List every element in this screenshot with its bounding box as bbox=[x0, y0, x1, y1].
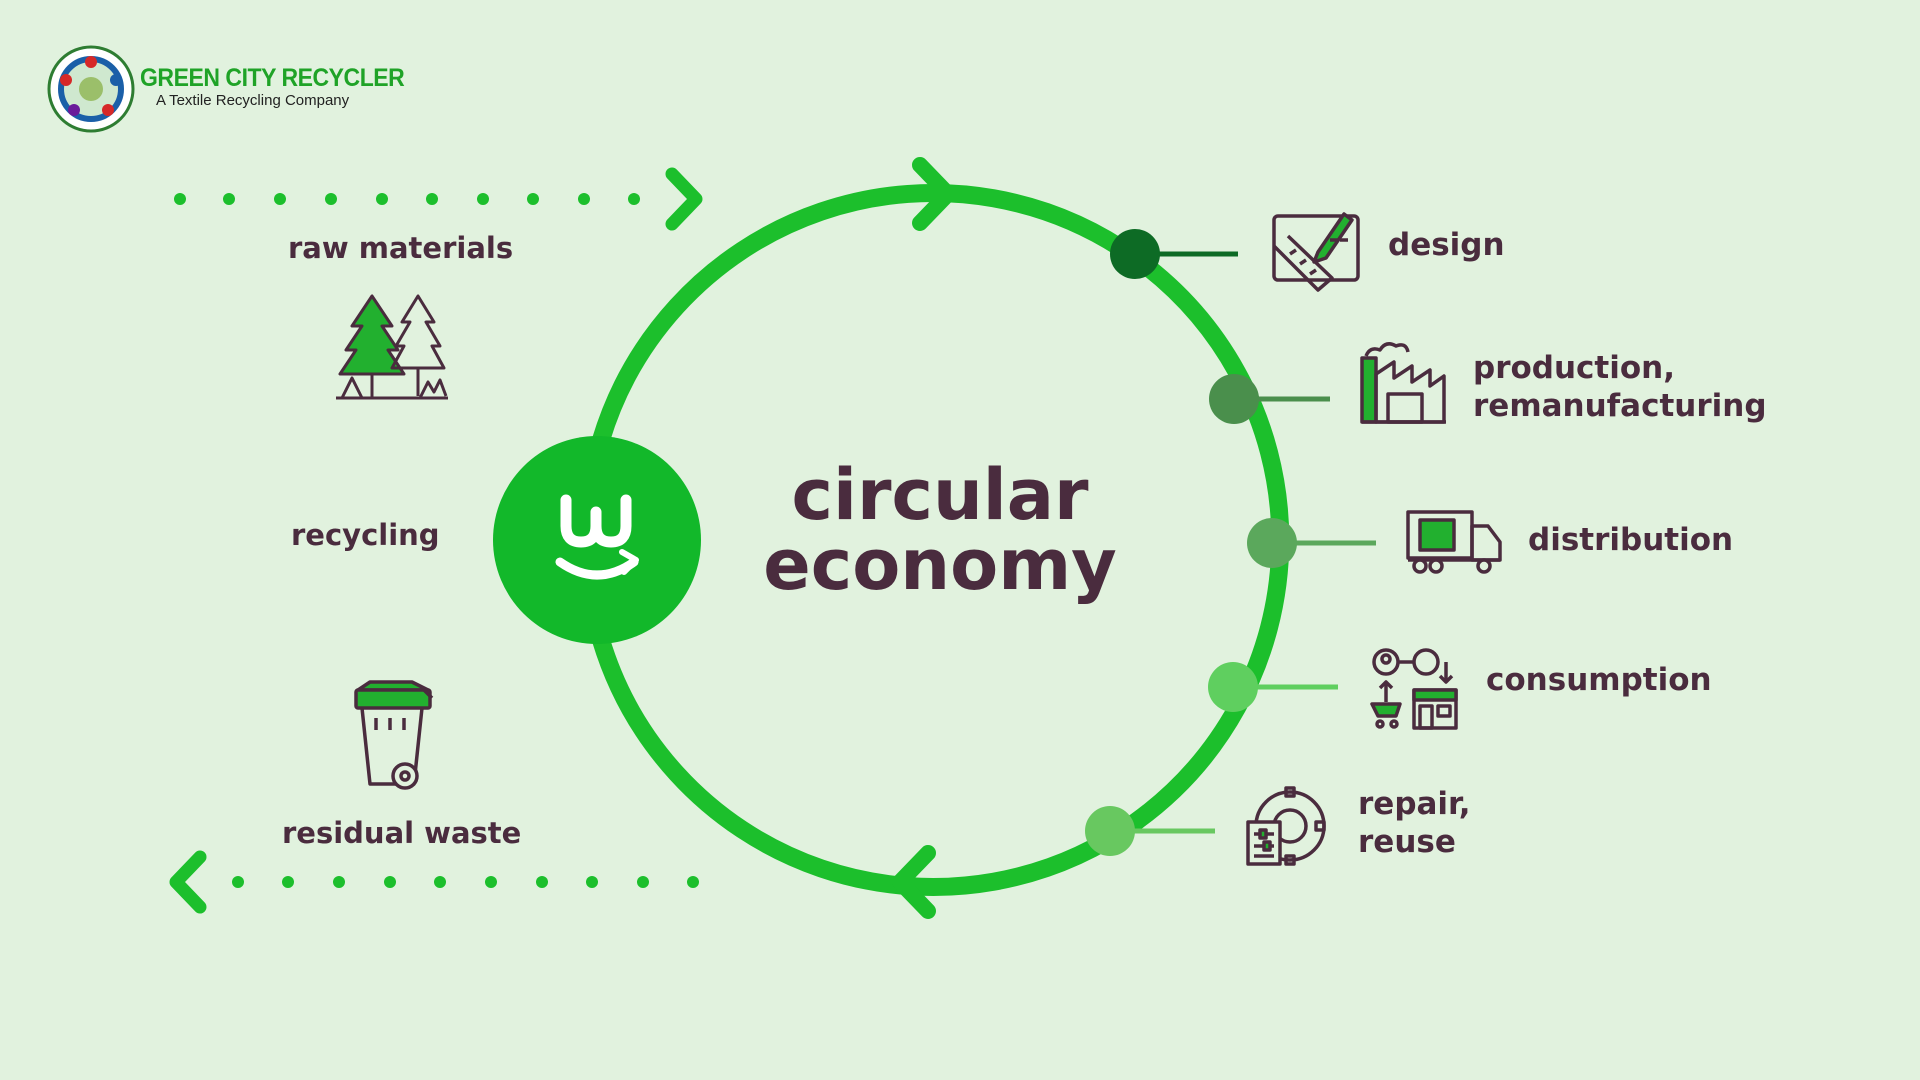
trees-icon bbox=[336, 294, 448, 400]
stage-connectors bbox=[1110, 251, 1376, 834]
brand-seal-icon bbox=[47, 45, 135, 133]
hub-logo bbox=[493, 436, 701, 644]
stage-label-consumption: consumption bbox=[1486, 662, 1712, 698]
stage-label-repair: repair, reuse bbox=[1358, 786, 1471, 860]
brand-logo: GREEN CITY RECYCLER A Textile Recycling … bbox=[46, 44, 405, 134]
label-residual-waste: residual waste bbox=[282, 816, 522, 850]
repair-gear-icon bbox=[1246, 786, 1326, 866]
stage-label-design: design bbox=[1388, 227, 1505, 263]
stage-dot-distribution bbox=[1247, 518, 1297, 568]
ring-arrowhead-top bbox=[912, 157, 956, 231]
title-line-1: circular bbox=[791, 454, 1089, 536]
stage-dot-design bbox=[1110, 229, 1160, 279]
brand-tagline: A Textile Recycling Company bbox=[156, 92, 350, 109]
ring-arrowhead-bottom bbox=[892, 845, 936, 919]
shopping-consumption-icon bbox=[1370, 648, 1458, 730]
title-line-2: economy bbox=[763, 524, 1117, 606]
stage-dot-consumption bbox=[1208, 662, 1258, 712]
stage-label-distribution: distribution bbox=[1528, 522, 1734, 558]
raw-materials-arrow bbox=[174, 167, 703, 231]
factory-icon bbox=[1360, 342, 1446, 424]
label-recycling: recycling bbox=[291, 518, 440, 552]
stage-dot-production bbox=[1209, 374, 1259, 424]
design-tools-icon bbox=[1272, 212, 1360, 292]
trash-bin-icon bbox=[354, 680, 434, 790]
stage-label-production: production, remanufacturing bbox=[1473, 350, 1767, 424]
residual-waste-arrow bbox=[169, 850, 699, 914]
diagram-title: circular economy bbox=[760, 460, 1120, 600]
stage-dot-repair bbox=[1085, 806, 1135, 856]
label-raw-materials: raw materials bbox=[288, 231, 514, 265]
delivery-truck-icon bbox=[1406, 510, 1502, 574]
brand-name: GREEN CITY RECYCLER bbox=[140, 64, 405, 92]
